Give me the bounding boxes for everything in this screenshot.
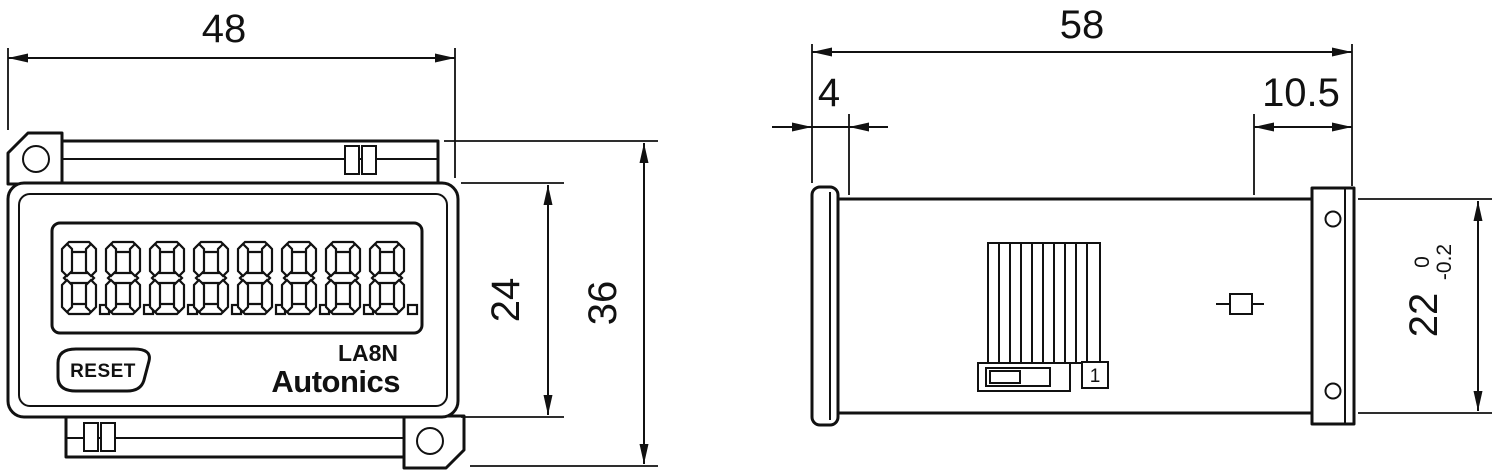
front-dimensions: 48 24 36	[7, 7, 658, 467]
front-top-rail-latch-b	[361, 145, 377, 175]
reset-button	[56, 347, 151, 393]
dim-total-height-label: 36	[581, 281, 625, 326]
reset-label: RESET	[70, 361, 136, 382]
dim-bezel-height-label: 24	[484, 278, 528, 323]
dim-flange-label: 4	[818, 71, 840, 115]
side-switch-label: 1	[1090, 366, 1101, 387]
dim-depth-label: 58	[1060, 3, 1105, 47]
side-screw-hole-top	[1324, 210, 1342, 228]
seven-segment-display	[60, 240, 419, 316]
side-view: 1	[810, 185, 1356, 427]
front-top-left-hole	[22, 145, 50, 173]
front-bottom-rail-latch-b	[100, 422, 116, 452]
dim-tolerance-upper: 0	[1411, 256, 1434, 268]
dim-rear-label: 10.5	[1262, 71, 1340, 115]
side-connector	[977, 362, 1071, 392]
brand-label: Autonics	[271, 364, 400, 399]
side-vent-slots	[987, 242, 1101, 364]
side-dimensions: 58 4 10.5 22 0 -0.2	[772, 3, 1492, 414]
dim-body-height-label: 22	[1402, 293, 1446, 338]
front-bottom-right-hole	[416, 427, 444, 455]
front-view: RESET LA8N Autonics	[6, 131, 466, 470]
side-front-frame	[810, 185, 840, 427]
front-bottom-rail	[64, 414, 440, 459]
front-top-rail	[60, 139, 440, 186]
front-top-rail-latch-a	[344, 145, 360, 175]
side-latch	[1216, 293, 1264, 315]
dim-width-label: 48	[202, 7, 247, 51]
model-label: LA8N	[338, 340, 398, 366]
front-bottom-rail-latch-a	[83, 422, 99, 452]
dim-tolerance-lower: -0.2	[1433, 244, 1456, 280]
side-switch-box	[1081, 361, 1109, 389]
side-screw-hole-bottom	[1324, 382, 1342, 400]
